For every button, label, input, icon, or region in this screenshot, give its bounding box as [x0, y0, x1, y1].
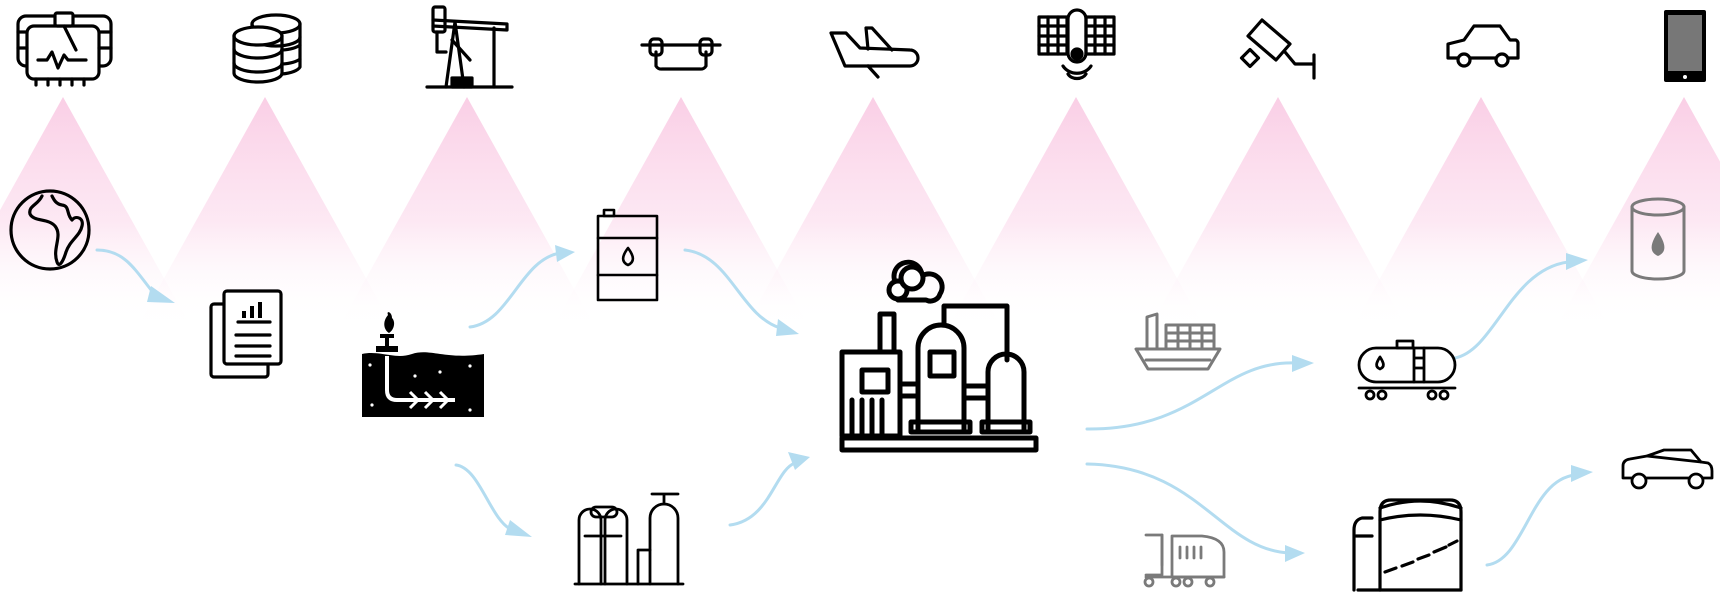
drone-icon — [640, 37, 722, 71]
arrow-well-to-barrel — [468, 245, 575, 329]
fracking-well-icon — [362, 312, 484, 417]
car-icon — [1446, 24, 1520, 68]
report-document-icon — [209, 289, 283, 379]
fuel-drum-icon — [1630, 197, 1686, 281]
refinery-factory-icon — [839, 259, 1039, 453]
database-icon — [232, 13, 302, 84]
airplane-icon — [829, 26, 920, 79]
storage-silo-icon — [1352, 498, 1463, 592]
triangle-6 — [949, 97, 1203, 325]
tanker-truck-icon — [1143, 533, 1226, 588]
circuit-board-icon — [16, 11, 113, 87]
satellite-icon — [1037, 8, 1116, 81]
oil-barrel-icon — [596, 208, 659, 302]
triangle-5 — [746, 97, 1000, 325]
arrow-refinery-to-silo — [1085, 462, 1305, 562]
cargo-ship-icon — [1134, 312, 1222, 371]
arrow-well-to-tanks — [454, 463, 532, 537]
triangle-8 — [1354, 97, 1608, 325]
rail-tank-car-icon — [1357, 339, 1457, 401]
arrow-tanks-to-refinery — [728, 452, 810, 527]
tablet-icon — [1664, 10, 1706, 82]
triangle-7 — [1151, 97, 1405, 325]
arrow-silo-to-car — [1485, 465, 1593, 567]
triangle-2 — [138, 97, 392, 325]
arrow-barrel-to-refinery — [683, 248, 799, 336]
arrow-railcar-to-drum — [1453, 253, 1588, 360]
arrow-refinery-to-railcar — [1085, 355, 1314, 431]
triangle-3 — [340, 97, 594, 325]
triangle-4 — [554, 97, 808, 325]
sedan-car-icon — [1621, 448, 1714, 490]
arrow-globe-to-report — [95, 248, 175, 303]
oil-pumpjack-icon — [425, 5, 514, 89]
flow-arrows — [95, 245, 1593, 567]
security-camera-icon — [1239, 18, 1316, 80]
globe-icon — [9, 189, 91, 271]
storage-tanks-icon — [573, 492, 685, 586]
